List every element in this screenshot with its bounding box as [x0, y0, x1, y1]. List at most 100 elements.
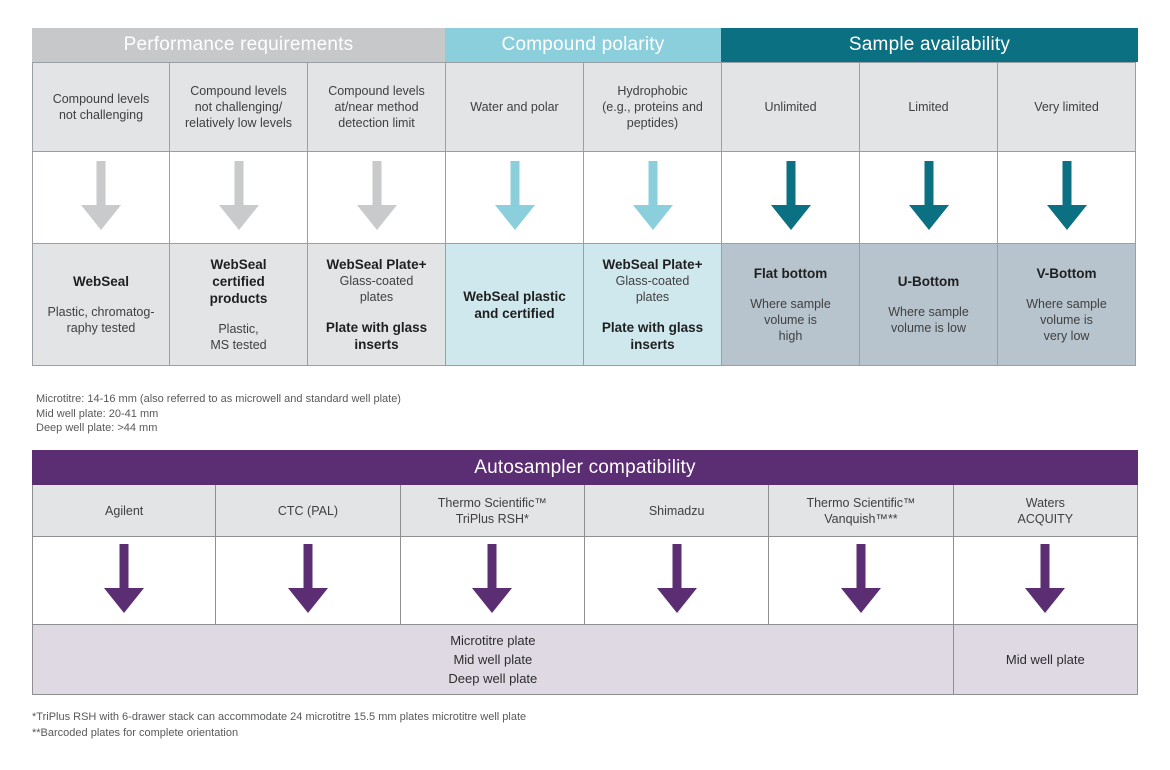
arrow-cell-1	[32, 152, 170, 244]
criteria-cell-4: Water and polar	[446, 62, 584, 152]
arrow-cell-a2	[216, 537, 401, 625]
criteria-label-4: Water and polar	[470, 100, 559, 114]
autosampler-col-5-line1: Thermo Scientific™	[806, 495, 916, 510]
arrow-cell-a4	[584, 537, 770, 625]
footnote-autosampler-notes: *TriPlus RSH with 6-drawer stack can acc…	[32, 711, 527, 739]
down-arrow-icon	[632, 160, 674, 235]
table2-arrow-row	[32, 537, 1138, 625]
arrow-cell-a6	[953, 537, 1138, 625]
result-title-6: Flat bottom	[753, 266, 828, 281]
down-arrow-icon	[840, 543, 882, 618]
autosampler-compatibility-table: Autosampler compatibility Agilent CTC (P…	[32, 450, 1138, 695]
footnote-plate-heights: Microtitre: 14-16 mm (also referred to a…	[36, 393, 401, 434]
selection-guide-table: Performance requirements Compound polari…	[32, 28, 1138, 366]
table2-header: Autosampler compatibility	[32, 450, 1138, 485]
autosampler-col-2: CTC (PAL)	[216, 485, 401, 537]
arrow-cell-4	[446, 152, 584, 244]
down-arrow-icon	[494, 160, 536, 235]
autosampler-col-1: Agilent	[32, 485, 217, 537]
autosampler-col-2-line1: CTC (PAL)	[277, 503, 339, 518]
table1-arrow-row	[32, 152, 1138, 244]
result-title-7: U-Bottom	[897, 274, 960, 289]
autosampler-col-3-line1: Thermo Scientific™	[437, 495, 547, 510]
section-header-performance: Performance requirements	[32, 28, 445, 62]
down-arrow-icon	[471, 543, 513, 618]
arrow-cell-5	[584, 152, 722, 244]
section-header-polarity: Compound polarity	[445, 28, 721, 62]
down-arrow-icon	[356, 160, 398, 235]
down-arrow-icon	[103, 543, 145, 618]
criteria-label-8: Very limited	[1034, 100, 1099, 114]
section-header-availability: Sample availability	[721, 28, 1138, 62]
criteria-cell-7: Limited	[860, 62, 998, 152]
down-arrow-icon	[770, 160, 812, 235]
arrow-cell-a1	[32, 537, 217, 625]
autosampler-col-3-line2: TriPlus RSH*	[455, 511, 529, 526]
result-sub-1: Plastic, chromatog-raphy tested	[47, 305, 155, 335]
result-cell-1: WebSeal Plastic, chromatog-raphy tested	[32, 244, 170, 366]
autosampler-col-5-line2: Vanquish™**	[824, 511, 898, 526]
autosampler-col-4: Shimadzu	[584, 485, 770, 537]
arrow-cell-7	[860, 152, 998, 244]
arrow-cell-a3	[400, 537, 585, 625]
arrow-cell-3	[308, 152, 446, 244]
criteria-label-6: Unlimited	[764, 100, 817, 114]
down-arrow-icon	[1046, 160, 1088, 235]
down-arrow-icon	[908, 160, 950, 235]
table1-header-row: Performance requirements Compound polari…	[32, 28, 1138, 62]
down-arrow-icon	[656, 543, 698, 618]
criteria-cell-8: Very limited	[998, 62, 1136, 152]
result-title-1: WebSeal	[72, 274, 130, 289]
result-title-8: V-Bottom	[1036, 266, 1097, 281]
down-arrow-icon	[80, 160, 122, 235]
section-header-polarity-label: Compound polarity	[501, 34, 665, 55]
arrow-cell-2	[170, 152, 308, 244]
table2-header-label: Autosampler compatibility	[474, 456, 696, 478]
table1-result-row: WebSeal Plastic, chromatog-raphy tested …	[32, 244, 1138, 366]
result-title-5: WebSeal Plate+	[602, 257, 703, 272]
down-arrow-icon	[1024, 543, 1066, 618]
result-sub-2: Plastic,MS tested	[210, 322, 267, 352]
autosampler-col-1-line1: Agilent	[105, 503, 144, 518]
criteria-label-7: Limited	[908, 100, 949, 114]
waters-plate-result: Mid well plate	[953, 625, 1138, 695]
autosampler-col-6-line1: Waters	[1025, 495, 1065, 510]
section-header-performance-label: Performance requirements	[123, 34, 354, 55]
result-title-3: WebSeal Plate+	[326, 257, 427, 272]
autosampler-col-6-line2: ACQUITY	[1017, 511, 1074, 526]
down-arrow-icon	[287, 543, 329, 618]
arrow-cell-6	[722, 152, 860, 244]
section-header-availability-label: Sample availability	[848, 34, 1011, 55]
criteria-cell-6: Unlimited	[722, 62, 860, 152]
